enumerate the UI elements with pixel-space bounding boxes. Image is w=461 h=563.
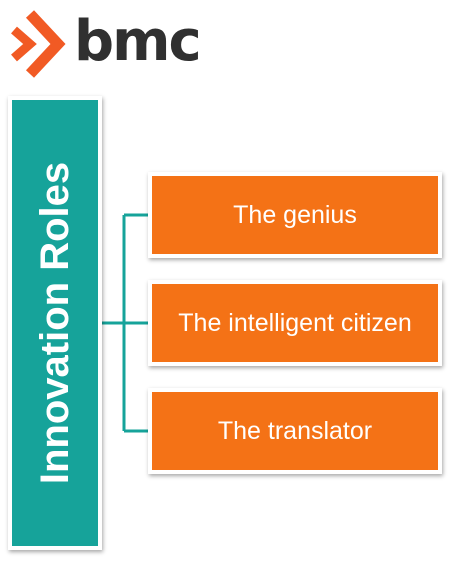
bmc-logo-mark-icon bbox=[11, 10, 66, 78]
innovation-roles-panel: Innovation Roles bbox=[8, 96, 102, 550]
role-box-translator: The translator bbox=[148, 388, 442, 474]
innovation-roles-panel-fill: Innovation Roles bbox=[12, 100, 98, 546]
innovation-roles-title: Innovation Roles bbox=[33, 161, 77, 485]
role-label: The translator bbox=[152, 392, 438, 470]
role-box-genius: The genius bbox=[148, 172, 442, 258]
role-label: The genius bbox=[152, 176, 438, 254]
role-box-intelligent-citizen: The intelligent citizen bbox=[148, 280, 442, 366]
bmc-logo: bmc bbox=[8, 8, 202, 80]
logo-wordmark: bmc bbox=[74, 9, 202, 74]
role-label: The intelligent citizen bbox=[152, 284, 438, 362]
